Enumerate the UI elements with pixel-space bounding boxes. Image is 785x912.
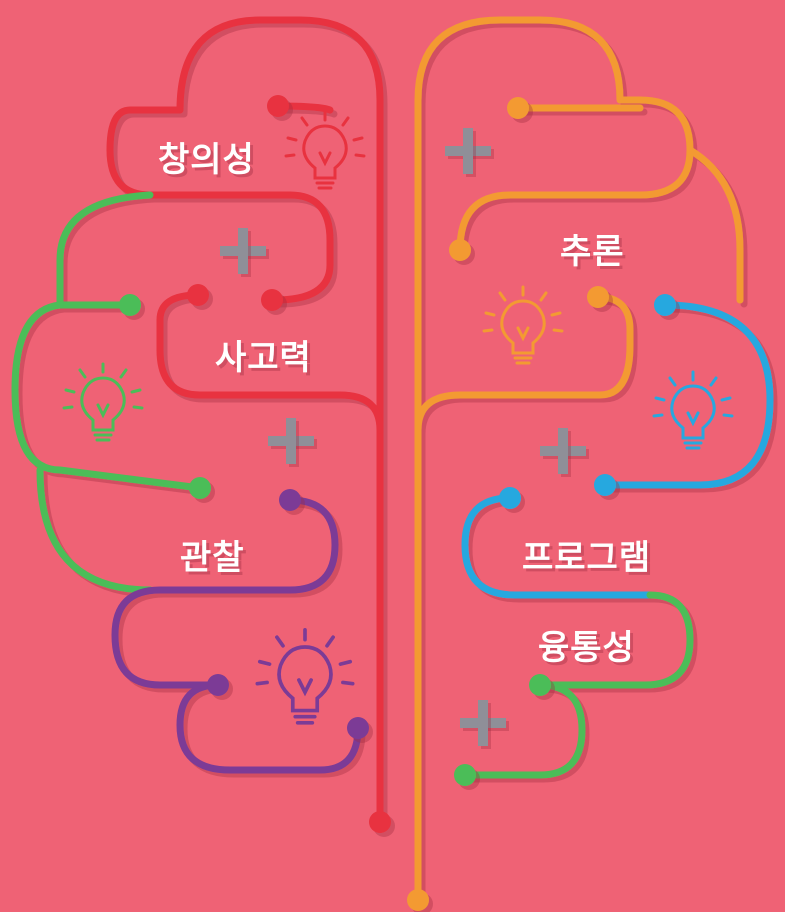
lightbulb-icon [284,110,366,190]
blue-line-lower [461,494,654,599]
lightbulb-icon [255,628,355,725]
lightbulb-icon [652,370,734,450]
orange-dot [407,889,429,911]
label-reasoning: 추론 [560,232,625,272]
label-creativity: 창의성 [158,140,255,180]
purple-line-lower [176,681,362,774]
label-convergence: 융통성 [538,628,635,668]
orange-line [414,16,694,904]
orange-line-mid [414,293,634,434]
green-dot [119,294,141,316]
label-observation: 관찰 [180,538,245,578]
lightbulb-icon [482,285,564,365]
green-line [56,191,154,309]
purple-dot [279,489,301,511]
green-line-bottom [36,466,154,594]
red-dot [369,811,391,833]
label-program: 프로그램 [522,538,652,578]
lightbulb-icon [62,362,144,442]
green-dot [189,477,211,499]
green-dot [454,764,476,786]
label-thinking: 사고력 [215,338,312,378]
red-dot [261,289,283,311]
red-dot [187,284,209,306]
purple-dot [207,674,229,696]
blue-dot [594,474,616,496]
plus-icon [220,228,266,274]
green-dot [529,674,551,696]
blue-line [601,301,774,489]
green-line-right [536,591,694,689]
orange-dot [449,239,471,261]
orange-line-side [686,146,744,304]
orange-dot [507,97,529,119]
red-line-inner [156,291,384,434]
plus-icon [540,428,586,474]
green-line-lower [11,301,204,492]
red-line [106,16,384,826]
red-dot [267,95,289,117]
purple-line [111,496,339,689]
plus-icon [445,128,491,174]
purple-dot [347,717,369,739]
blue-dot [654,294,676,316]
plus-icon [268,418,314,464]
blue-dot [499,487,521,509]
orange-dot [587,286,609,308]
green-line-right-lower [461,681,586,779]
plus-icon [460,700,506,746]
